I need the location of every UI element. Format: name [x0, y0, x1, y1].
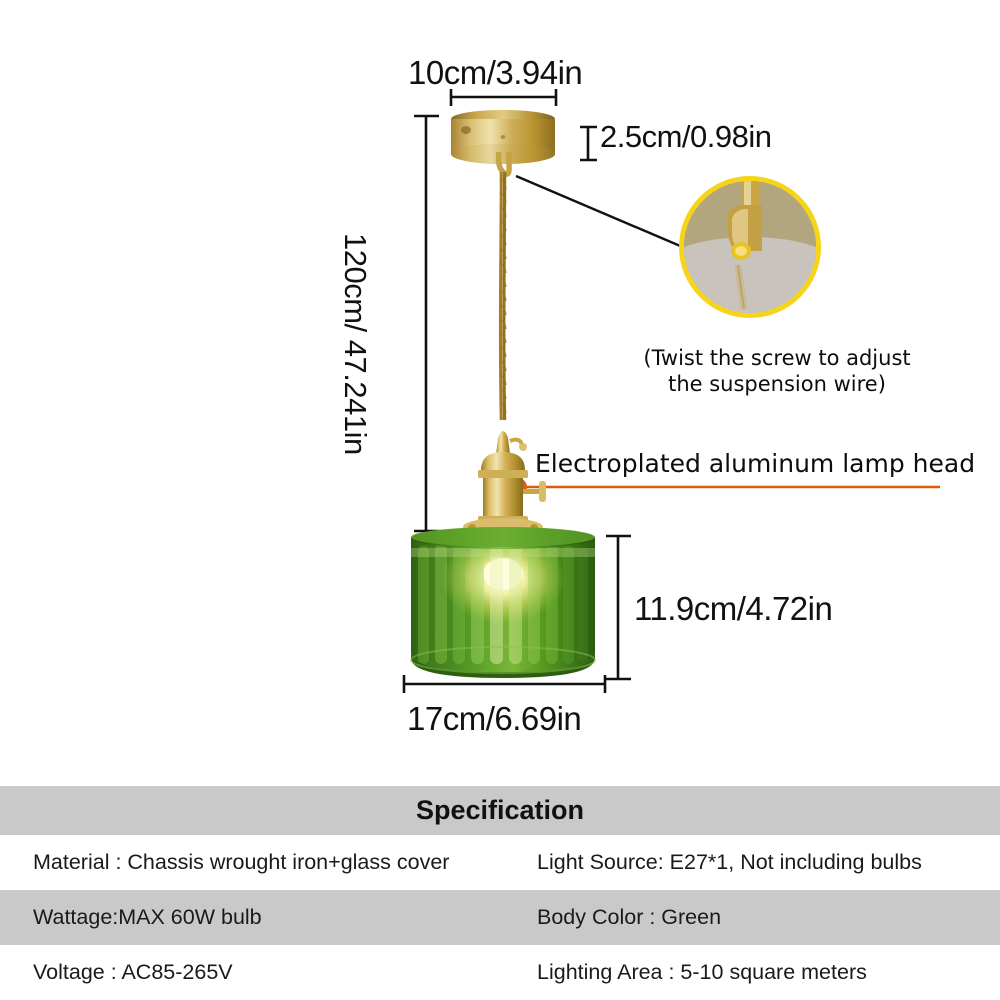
spec-light-source-cell: Light Source: E27*1, Not including bulbs	[537, 850, 922, 874]
spec-body-color-cell: Body Color : Green	[537, 905, 722, 929]
table-row: Wattage:MAX 60W bulb Body Color : Green	[0, 890, 1000, 945]
specification-header: Specification	[0, 786, 1000, 835]
table-row: Voltage : AC85-265V Lighting Area : 5-10…	[0, 945, 1000, 1000]
label-canopy-height: 2.5cm/0.98in	[600, 119, 772, 154]
lamp-head	[463, 431, 546, 540]
spec-material-cell: Material : Chassis wrought iron+glass co…	[33, 850, 450, 874]
spec-voltage-cell: Voltage : AC85-265V	[33, 960, 233, 984]
label-canopy-diameter: 10cm/3.94in	[408, 54, 583, 91]
suspension-cord	[498, 171, 507, 421]
dimension-drop-length	[414, 114, 439, 533]
ceiling-canopy	[451, 110, 555, 164]
specification-title: Specification	[415, 795, 585, 825]
table-row: Material : Chassis wrought iron+glass co…	[0, 835, 1000, 890]
label-drop-length: 120cm/ 47.241in	[338, 233, 373, 455]
diagram-graphics	[402, 89, 940, 693]
specification-table: Specification Material : Chassis wrought…	[0, 786, 1000, 1000]
dimension-shade-diameter	[402, 675, 607, 693]
spec-lighting-area-cell: Lighting Area : 5-10 square meters	[537, 960, 867, 984]
magnifier-leader-line	[515, 174, 693, 253]
label-lamp-head: Electroplated aluminum lamp head	[535, 449, 976, 478]
dimension-canopy-height	[580, 125, 597, 162]
dimension-shade-height	[606, 534, 631, 681]
dimension-canopy-diameter	[449, 89, 558, 106]
label-shade-diameter: 17cm/6.69in	[407, 700, 582, 737]
product-diagram: 10cm/3.94in 2.5cm/0.98in 120cm/ 47.241in…	[338, 54, 976, 737]
label-magnifier-caption: (Twist the screw to adjust the suspensio…	[643, 346, 911, 397]
glass-shade	[410, 527, 596, 678]
spec-wattage-cell: Wattage:MAX 60W bulb	[33, 905, 262, 929]
magnified-screw-detail	[679, 176, 821, 318]
label-shade-height: 11.9cm/4.72in	[634, 590, 833, 627]
shade-ribs	[418, 542, 588, 664]
